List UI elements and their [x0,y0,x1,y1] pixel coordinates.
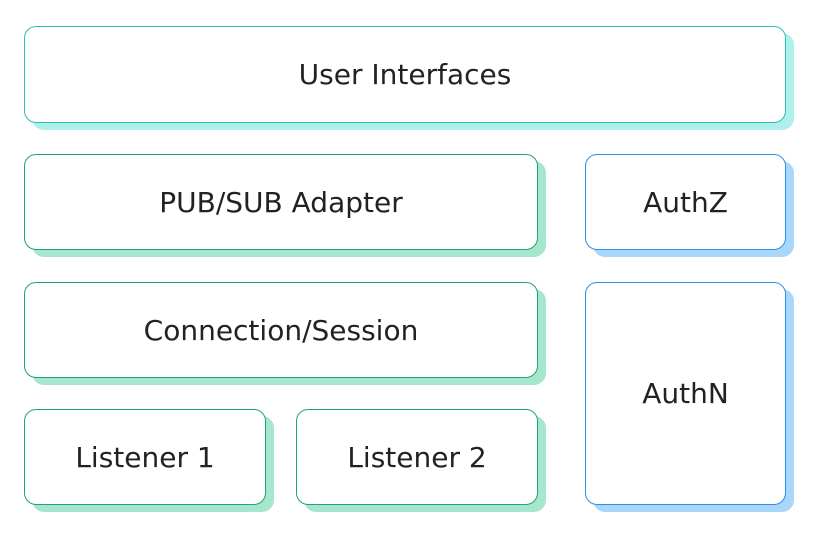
authz-label: AuthZ [643,185,728,219]
user-interfaces-block: User Interfaces [24,26,786,123]
listener-1-block: Listener 1 [24,409,266,505]
pubsub-adapter-block: PUB/SUB Adapter [24,154,538,250]
pubsub-adapter-label: PUB/SUB Adapter [159,185,403,219]
authn-label: AuthN [642,377,729,410]
connection-session-label: Connection/Session [143,313,419,347]
user-interfaces-label: User Interfaces [298,58,512,91]
authn-block: AuthN [585,282,786,505]
connection-session-block: Connection/Session [24,282,538,378]
listener-1-label: Listener 1 [75,440,215,474]
authz-block: AuthZ [585,154,786,250]
listener-2-block: Listener 2 [296,409,538,505]
listener-2-label: Listener 2 [347,440,487,474]
